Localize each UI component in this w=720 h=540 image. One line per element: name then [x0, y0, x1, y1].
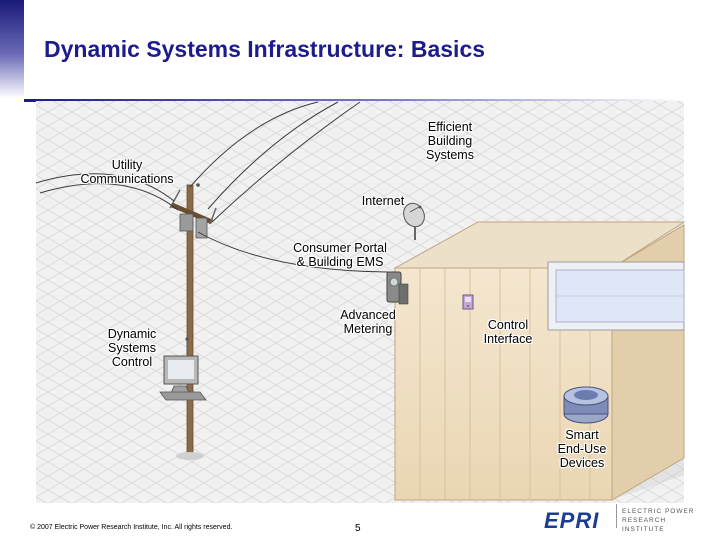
- dynamic-systems-control-label: Dynamic Systems Control: [107, 327, 157, 369]
- page-title: Dynamic Systems Infrastructure: Basics: [44, 36, 486, 62]
- page-number: 5: [355, 523, 361, 534]
- internet-label: Internet: [361, 194, 405, 208]
- smart-meter-icon: [386, 271, 409, 305]
- control-interface-label: Control Interface: [483, 318, 533, 346]
- logo-divider: [616, 504, 617, 528]
- consumer-portal-label: Consumer Portal & Building EMS: [293, 241, 387, 269]
- smart-appliance-icon: [563, 386, 609, 424]
- epri-logo: EPRI ELECTRIC POWER RESEARCH INSTITUTE: [544, 502, 704, 533]
- satellite-dish-icon: [403, 202, 425, 240]
- copyright-notice: © 2007 Electric Power Research Institute…: [30, 524, 233, 531]
- efficient-building-systems-label: Efficient Building Systems: [426, 120, 474, 162]
- building-icon: [393, 221, 686, 501]
- computer-icon: [159, 337, 207, 401]
- advanced-metering-label: Advanced Metering: [340, 308, 396, 336]
- control-panel-icon: [462, 294, 474, 310]
- title-underline: [24, 99, 684, 102]
- logo-mark: EPRI: [544, 508, 600, 533]
- title-accent-bar: [0, 0, 24, 98]
- utility-communications-label: Utility Communications: [80, 158, 174, 186]
- smart-end-use-devices-label: Smart End-Use Devices: [557, 428, 607, 470]
- logo-text: ELECTRIC POWER RESEARCH INSTITUTE: [622, 508, 695, 533]
- power-lines: [35, 101, 361, 223]
- utility-pole-icon: [169, 183, 217, 460]
- service-cable: [197, 231, 396, 273]
